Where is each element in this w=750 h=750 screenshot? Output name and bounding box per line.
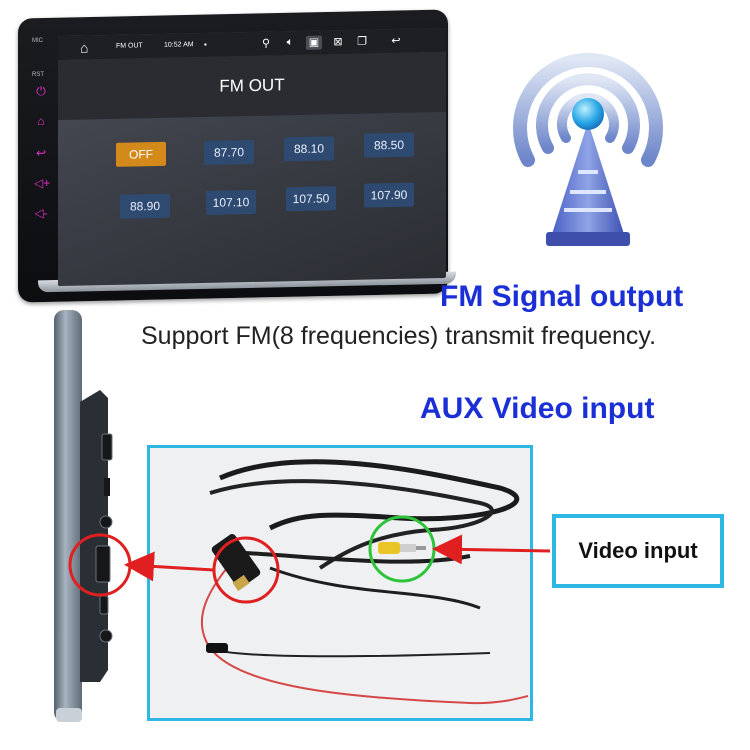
head-unit-device: MIC RST ⏻ ⌂ ↩ ◁+ ◁- ⌂ FM OUT 10:52 AM ▪ … <box>18 9 456 304</box>
back-nav-icon[interactable]: ↩ <box>391 34 401 48</box>
device-side-profile <box>54 310 113 722</box>
home-button-icon[interactable]: ⌂ <box>80 39 89 56</box>
freq-button[interactable]: 107.10 <box>206 189 256 215</box>
freq-button[interactable]: 88.90 <box>120 193 170 219</box>
fm-signal-heading: FM Signal output <box>440 280 684 313</box>
av-cable-illustration <box>200 459 529 705</box>
rst-label: RST <box>32 72 44 78</box>
volume-icon[interactable]: 🔈︎ <box>286 36 294 49</box>
mic-label: MIC <box>32 38 43 44</box>
aux-video-heading: AUX Video input <box>420 392 655 425</box>
close-app-icon[interactable]: ⊠ <box>333 36 343 49</box>
antenna-broadcast-icon <box>513 53 663 246</box>
volume-up-icon[interactable]: ◁+ <box>34 176 51 190</box>
freq-button-off[interactable]: OFF <box>116 141 166 167</box>
status-icons: ⚲ 🔈︎ ▣ ⊠ ❐ ↩ <box>258 34 404 51</box>
screen-title-bar: FM OUT <box>58 51 446 121</box>
status-app-label: FM OUT <box>116 42 143 50</box>
power-icon[interactable]: ⏻ <box>36 84 46 98</box>
screen-title: FM OUT <box>219 75 285 96</box>
device-side-buttons: MIC RST ⏻ ⌂ ↩ ◁+ ◁- <box>24 34 58 264</box>
freq-button[interactable]: 88.50 <box>364 132 414 158</box>
device-screen: ⌂ FM OUT 10:52 AM ▪ ⚲ 🔈︎ ▣ ⊠ ❐ ↩ FM OUT … <box>58 27 446 287</box>
screenshot-icon[interactable]: ▣ <box>306 35 322 50</box>
freq-button[interactable]: 107.90 <box>364 182 414 208</box>
cable-photo-frame <box>147 445 533 721</box>
status-time: 10:52 AM <box>164 41 194 49</box>
freq-button[interactable]: 88.10 <box>284 136 334 162</box>
volume-down-icon[interactable]: ◁- <box>34 206 48 220</box>
sd-card-icon: ▪ <box>204 39 207 50</box>
fm-description: Support FM(8 frequencies) transmit frequ… <box>141 322 657 350</box>
recent-apps-icon[interactable]: ❐ <box>357 35 367 48</box>
freq-button[interactable]: 87.70 <box>204 139 254 166</box>
freq-button[interactable]: 107.50 <box>286 186 336 212</box>
back-icon[interactable]: ↩ <box>35 146 47 160</box>
home-icon[interactable]: ⌂ <box>37 114 45 128</box>
location-icon: ⚲ <box>261 37 271 50</box>
video-input-callout: Video input <box>552 514 724 588</box>
